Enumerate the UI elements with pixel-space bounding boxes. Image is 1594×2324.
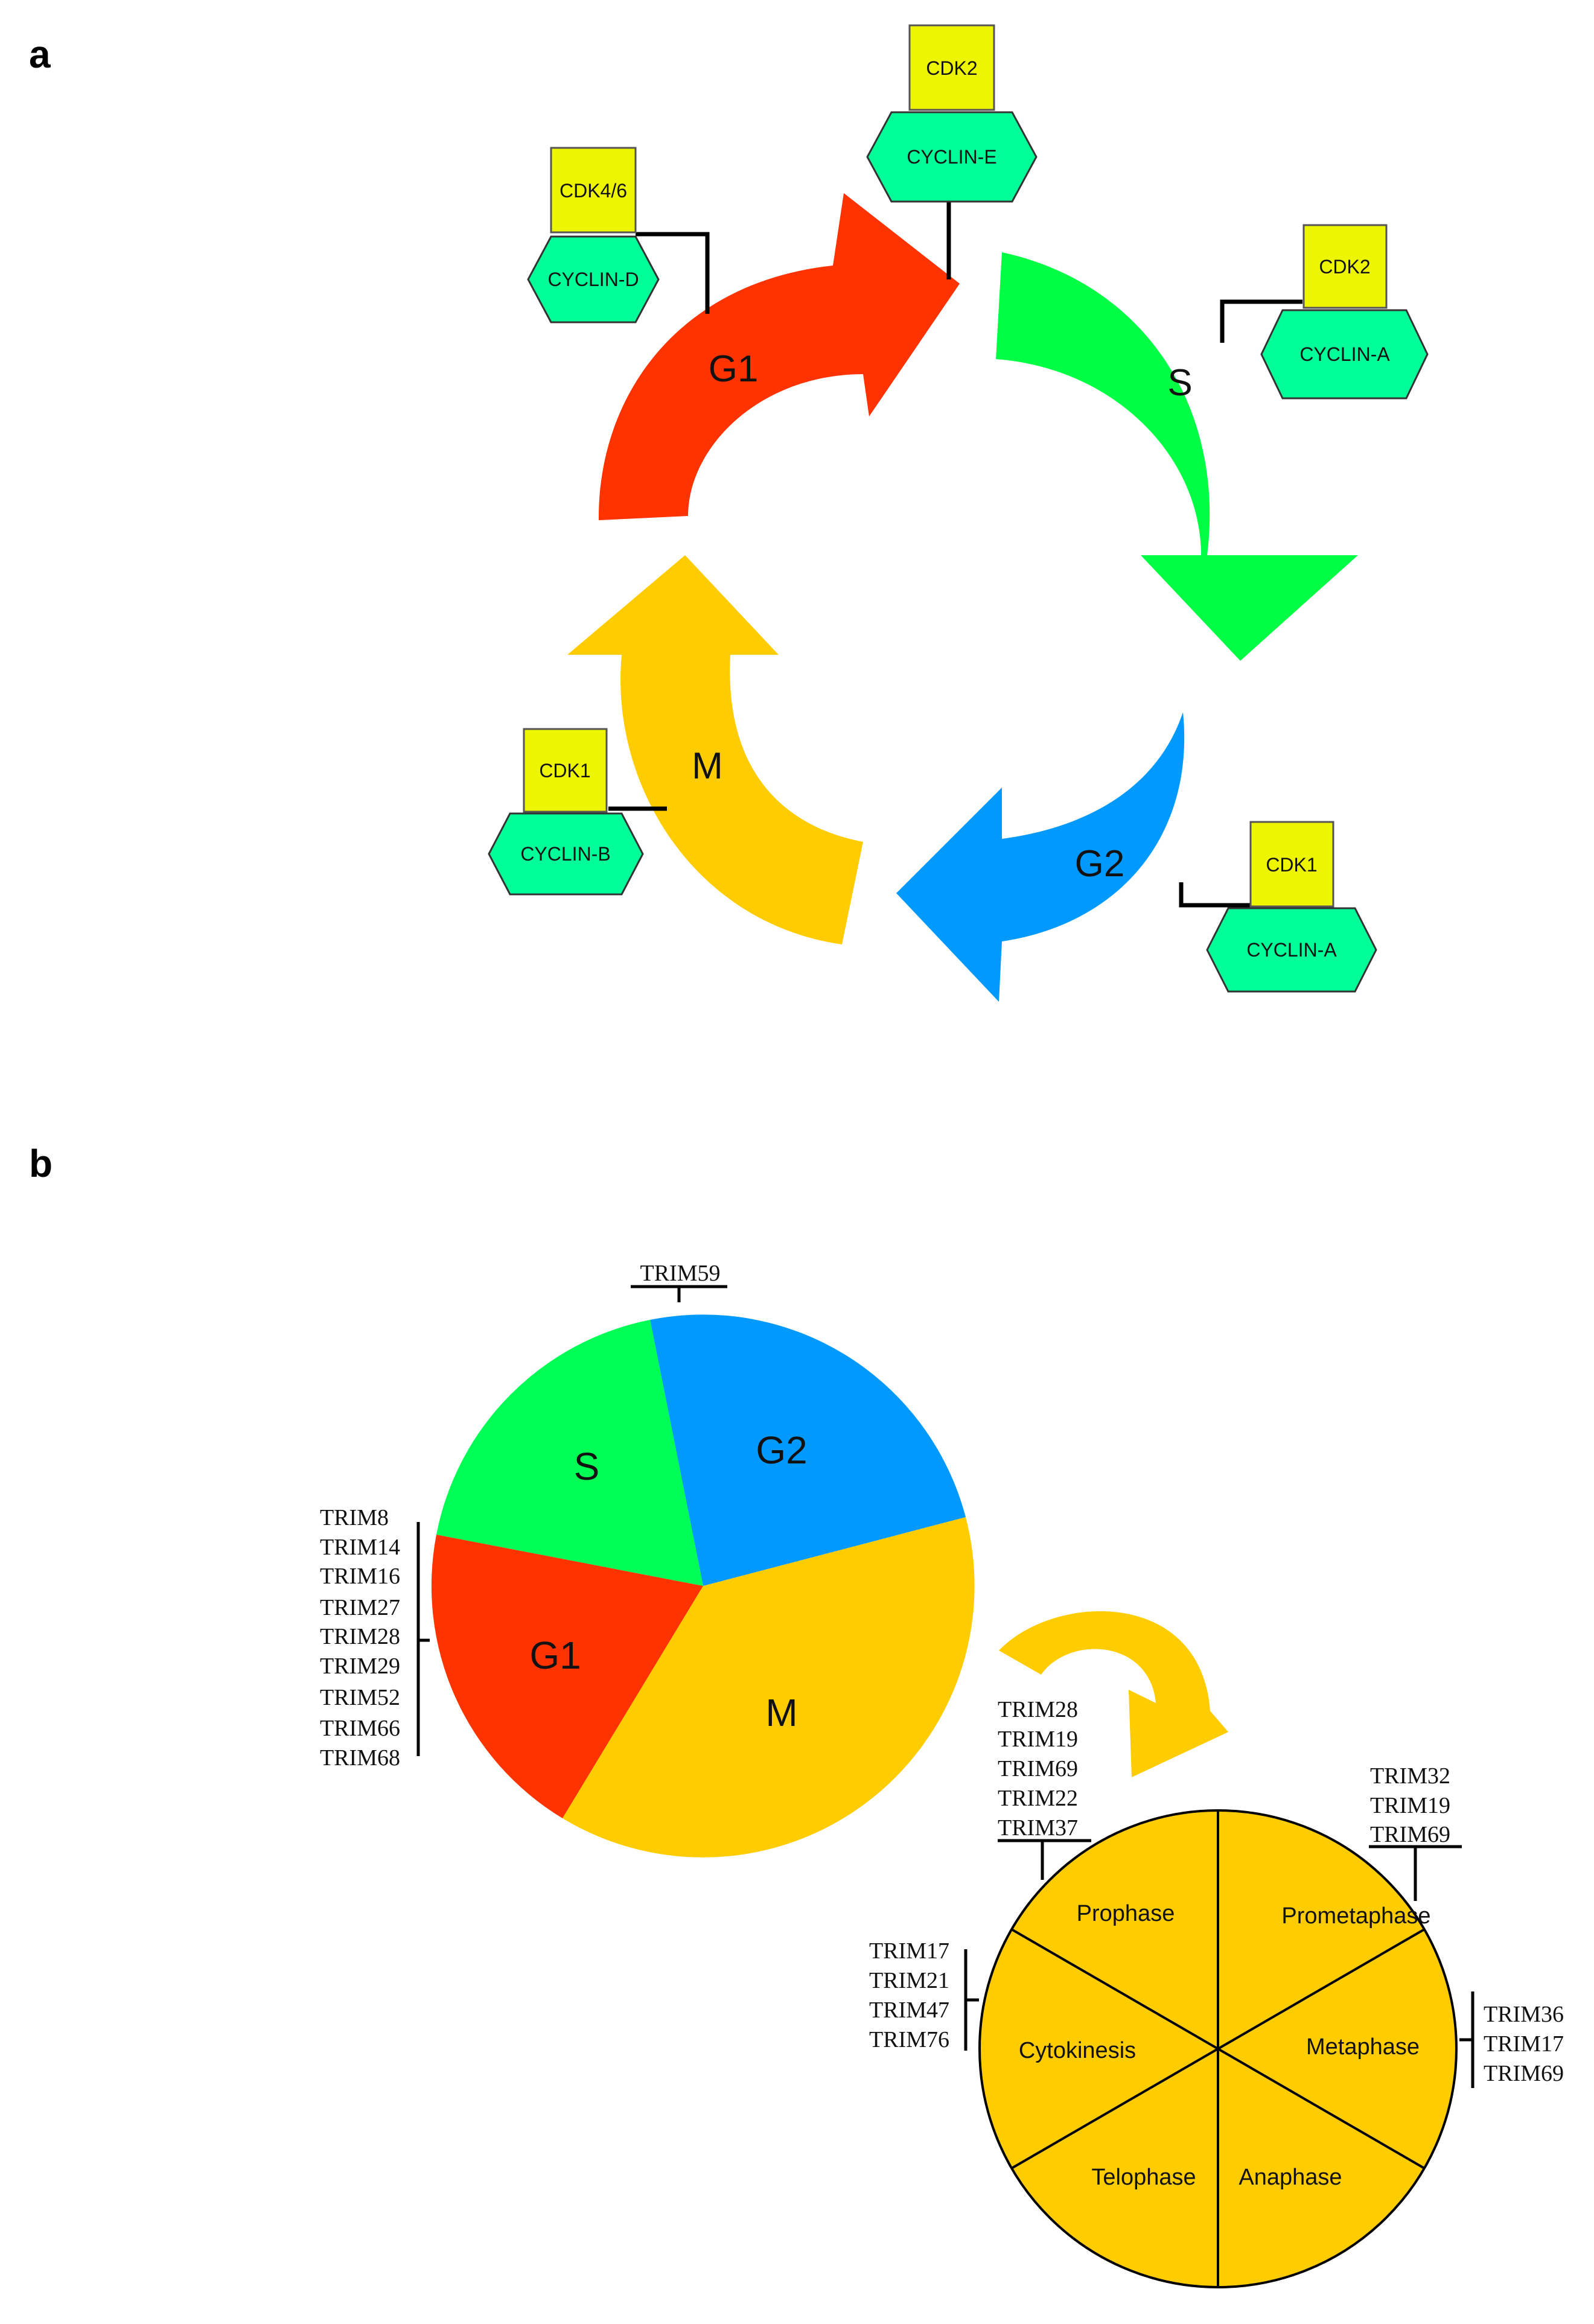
mitosis-label-telophase: Telophase (1091, 2165, 1196, 2190)
m-arrow (567, 555, 863, 944)
mitosis-label-prometaphase: Prometaphase (1281, 1903, 1430, 1929)
cdk-box (1302, 224, 1388, 309)
complex-cdk1-cyclin-a: CDK1 CYCLIN-A (1206, 821, 1377, 993)
cyclin-hexagon (1206, 907, 1377, 993)
trim-label: TRIM37 (998, 1815, 1078, 1841)
trim-label: TRIM59 (640, 1261, 721, 1286)
mitosis-label-cytokinesis: Cytokinesis (1019, 2038, 1136, 2063)
mitosis-wheel: Prophase Prometaphase Metaphase Anaphase… (978, 1809, 1458, 2288)
phase-label-m: M (692, 745, 723, 787)
prophase-trim-list: TRIM28 TRIM19 TRIM69 TRIM22 TRIM37 (998, 1697, 1091, 1880)
mitosis-label-metaphase: Metaphase (1306, 2034, 1420, 2060)
trim-label: TRIM17 (869, 1938, 949, 1964)
g2-trim-bracket: TRIM59 (631, 1261, 727, 1302)
trim-label: TRIM52 (320, 1685, 400, 1710)
trim-label: TRIM19 (998, 1727, 1078, 1752)
cdk-box (908, 24, 995, 111)
pie-slice-g1 (431, 1535, 703, 1818)
cyclin-label: CYCLIN-A (1299, 343, 1390, 365)
trim-label: TRIM17 (1484, 2031, 1564, 2057)
trim-label: TRIM14 (320, 1535, 400, 1560)
prometaphase-trim-list: TRIM32 TRIM19 TRIM69 (1369, 1763, 1462, 1901)
trim-label: TRIM8 (320, 1505, 389, 1530)
g1-trim-list: TRIM8 TRIM14 TRIM16 TRIM27 TRIM28 TRIM29… (320, 1505, 430, 1771)
pie-label-s: S (574, 1445, 600, 1488)
zoom-arrow (999, 1611, 1228, 1777)
cdk-box (1249, 821, 1334, 908)
cytokinesis-trim-list: TRIM17 TRIM21 TRIM47 TRIM76 (869, 1938, 979, 2052)
mitosis-label-prophase: Prophase (1077, 1901, 1175, 1926)
trim-label: TRIM16 (320, 1564, 400, 1589)
cdk-box (550, 147, 637, 234)
trim-label: TRIM76 (869, 2027, 949, 2052)
pie-slice-m (563, 1517, 975, 1858)
pie-label-m: M (765, 1691, 797, 1734)
cdk-label: CDK1 (1266, 854, 1317, 876)
trim-label: TRIM32 (1370, 1763, 1450, 1789)
cyclin-hexagon (527, 235, 660, 323)
panel-a-label: a (29, 33, 51, 76)
cyclin-label: CYCLIN-B (520, 843, 610, 865)
trim-label: TRIM69 (1370, 1822, 1450, 1847)
trim-label: TRIM22 (998, 1786, 1078, 1811)
complex-cdk2-cyclin-e: CDK2 CYCLIN-E (866, 24, 1038, 203)
phase-label-s: S (1167, 362, 1192, 404)
panel-b-label: b (29, 1142, 53, 1185)
mitosis-label-anaphase: Anaphase (1239, 2165, 1342, 2190)
cell-cycle-pie: G2 S G1 M (431, 1314, 975, 1858)
metaphase-trim-list: TRIM36 TRIM17 TRIM69 (1459, 1991, 1564, 2088)
trim-label: TRIM29 (320, 1654, 400, 1679)
cdk-label: CDK2 (1319, 256, 1370, 278)
trim-label: TRIM21 (869, 1968, 949, 1993)
cyclin-label: CYCLIN-D (547, 269, 639, 290)
pie-slice-g2 (650, 1314, 966, 1586)
trim-label: TRIM19 (1370, 1793, 1450, 1818)
trim-label: TRIM36 (1484, 2002, 1564, 2027)
trim-label: TRIM47 (869, 1998, 949, 2023)
trim-label: TRIM69 (1484, 2061, 1564, 2086)
trim-label: TRIM69 (998, 1756, 1078, 1781)
complex-cdk1-cyclin-b: CDK1 CYCLIN-B (488, 728, 644, 896)
trim-label: TRIM27 (320, 1595, 400, 1620)
cyclin-hexagon (866, 111, 1038, 203)
cyclin-label: CYCLIN-A (1246, 939, 1337, 961)
s-arrow (996, 252, 1358, 661)
phase-label-g1: G1 (709, 348, 759, 390)
complex-cdk2-cyclin-a: CDK2 CYCLIN-A (1260, 224, 1429, 400)
trim-label: TRIM68 (320, 1745, 400, 1771)
cdk-box (523, 728, 608, 813)
cyclin-hexagon (1260, 309, 1429, 400)
cyclin-label: CYCLIN-E (907, 146, 996, 168)
pie-label-g1: G1 (529, 1634, 581, 1677)
trim-label: TRIM28 (998, 1697, 1078, 1722)
trim-label: TRIM66 (320, 1716, 400, 1741)
cdk-label: CDK2 (926, 57, 977, 79)
g1-arrow (598, 193, 960, 520)
trim-label: TRIM28 (320, 1624, 400, 1649)
cyclin-hexagon (488, 812, 644, 896)
connector-lines (608, 202, 1302, 908)
cdk-label: CDK1 (539, 760, 590, 782)
complex-cdk46-cyclin-d: CDK4/6 CYCLIN-D (527, 147, 660, 323)
pie-slice-s (436, 1320, 703, 1586)
g2-arrow (896, 712, 1185, 1002)
phase-label-g2: G2 (1075, 843, 1125, 885)
pie-label-g2: G2 (756, 1428, 807, 1472)
cdk-label: CDK4/6 (559, 180, 627, 202)
